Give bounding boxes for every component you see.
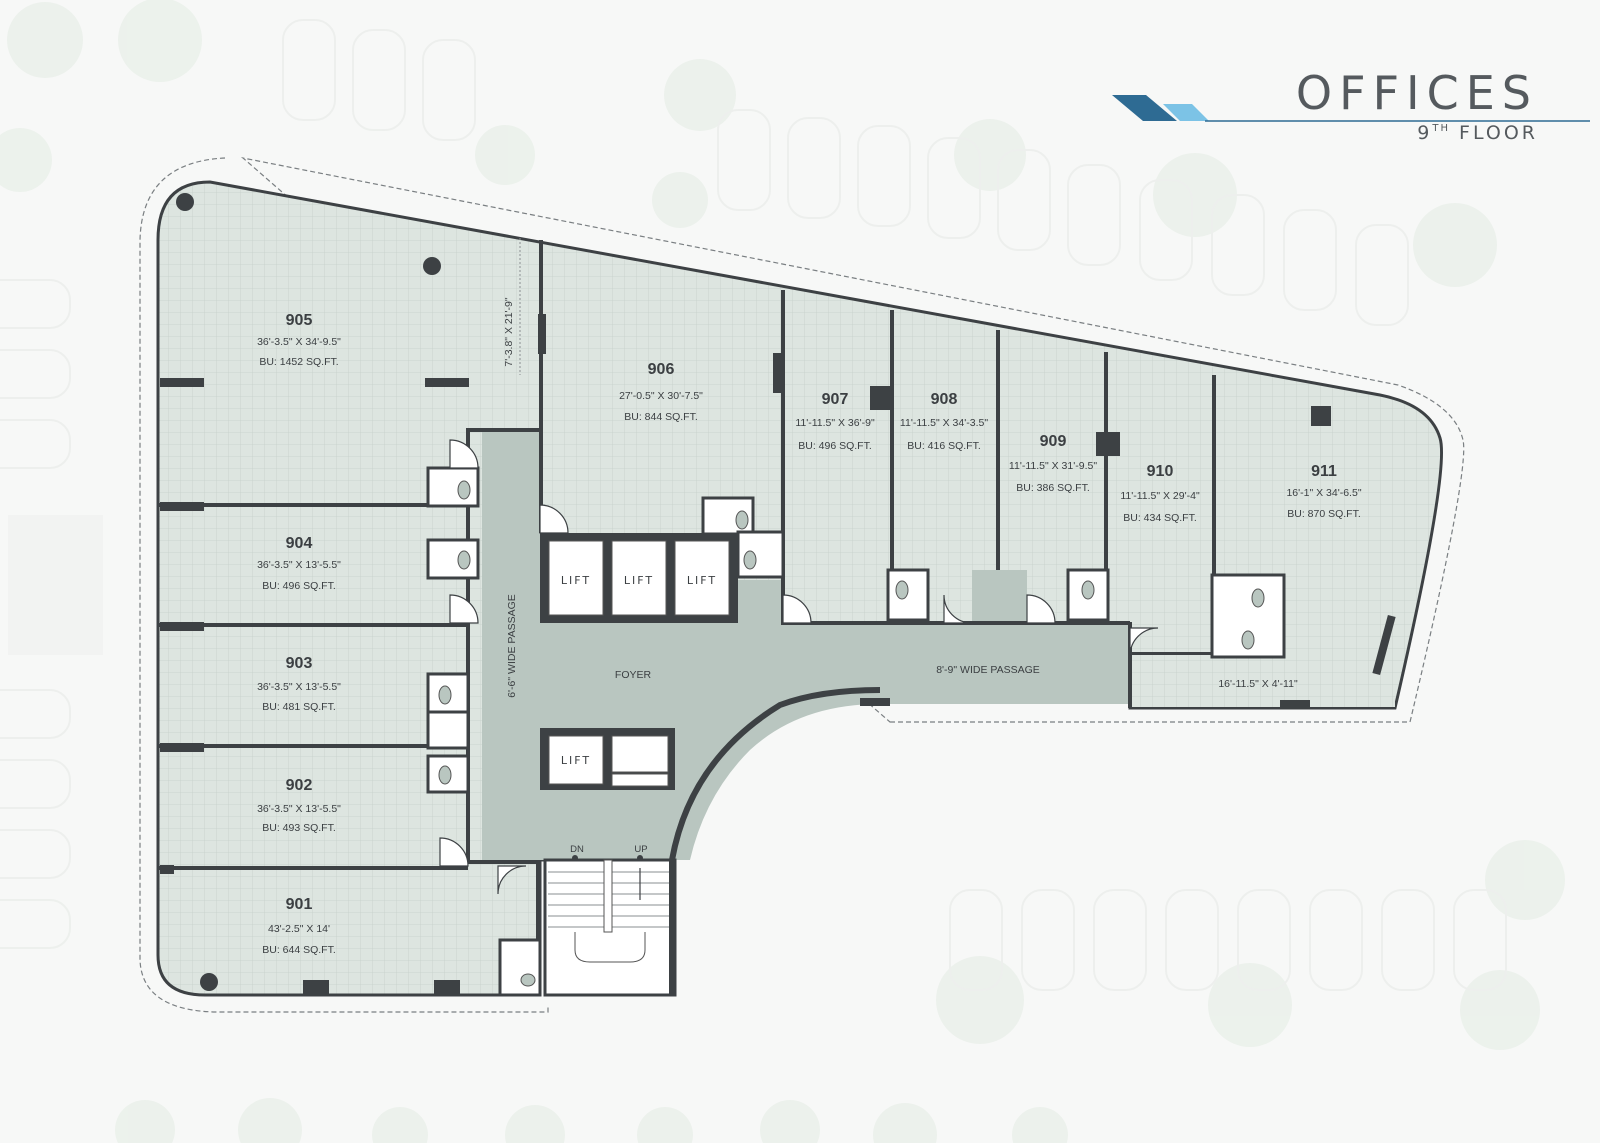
- unit-904-number: 904: [286, 535, 313, 552]
- unit-910-area: BU: 434 SQ.FT.: [1123, 512, 1197, 524]
- unit-904-area: BU: 496 SQ.FT.: [262, 580, 336, 592]
- lift-label-2: LIFT: [624, 574, 654, 587]
- horizontal-passage-label: 8'-9" WIDE PASSAGE: [936, 664, 1040, 676]
- vertical-passage-label: 6'-6" WIDE PASSAGE: [506, 594, 518, 698]
- unit-908-number: 908: [931, 391, 958, 408]
- unit-905-area: BU: 1452 SQ.FT.: [259, 356, 338, 368]
- unit-902-dims: 36'-3.5" X 13'-5.5": [257, 803, 341, 815]
- unit-907-area: BU: 496 SQ.FT.: [798, 440, 872, 452]
- unit-906-dims: 27'-0.5" X 30'-7.5": [619, 390, 703, 402]
- terrace-905-label: 7'-3.8" X 21'-9": [503, 297, 515, 367]
- lift-core: [540, 533, 738, 790]
- stair-down-label: DN: [570, 844, 584, 855]
- unit-906-number: 906: [648, 361, 675, 378]
- unit-909-number: 909: [1040, 433, 1067, 450]
- unit-906-area: BU: 844 SQ.FT.: [624, 411, 698, 423]
- unit-907-number: 907: [822, 391, 849, 408]
- staircase: [543, 855, 677, 997]
- toilet-fixtures: [438, 480, 1265, 987]
- unit-907-dims: 11'-11.5" X 36'-9": [795, 417, 875, 429]
- unit-904-dims: 36'-3.5" X 13'-5.5": [257, 559, 341, 571]
- unit-903-area: BU: 481 SQ.FT.: [262, 701, 336, 713]
- terrace-911: [1130, 655, 1395, 707]
- unit-911-area: BU: 870 SQ.FT.: [1287, 508, 1361, 520]
- terrace-911-label: 16'-11.5" X 4'-11": [1218, 678, 1298, 690]
- stair-up-label: UP: [634, 844, 647, 855]
- floor-number: 9: [1417, 122, 1433, 144]
- unit-911-number: 911: [1311, 463, 1337, 480]
- unit-903-number: 903: [286, 655, 313, 672]
- unit-903-dims: 36'-3.5" X 13'-5.5": [257, 681, 341, 693]
- door-swings: [439, 439, 1159, 895]
- unit-905-dims: 36'-3.5" X 34'-9.5": [257, 336, 341, 348]
- unit-901-dims: 43'-2.5" X 14': [268, 923, 330, 935]
- background-pavement: [8, 515, 103, 655]
- unit-908-area: BU: 416 SQ.FT.: [907, 440, 981, 452]
- page-title: OFFICES: [1295, 66, 1538, 120]
- unit-910-number: 910: [1147, 463, 1174, 480]
- unit-910-dims: 11'-11.5" X 29'-4": [1120, 490, 1200, 502]
- lift-label-3: LIFT: [687, 574, 717, 587]
- site-background: [0, 0, 1565, 1143]
- unit-908-dims: 11'-11.5" X 34'-3.5": [900, 417, 988, 429]
- lift-label-4: LIFT: [561, 754, 591, 767]
- unit-905-number: 905: [286, 312, 313, 329]
- title-accent-stripes: [1112, 95, 1590, 122]
- background-parking: [0, 19, 1507, 991]
- unit-902-number: 902: [286, 777, 313, 794]
- unit-909-dims: 11'-11.5" X 31'-9.5": [1009, 460, 1097, 472]
- floor-word: FLOOR: [1459, 122, 1538, 144]
- common-labels: LIFT LIFT LIFT LIFT FOYER 8'-9" WIDE PAS…: [503, 297, 1298, 855]
- unit-901-area: BU: 644 SQ.FT.: [262, 944, 336, 956]
- title-block: OFFICES 9TH FLOOR: [1296, 70, 1538, 144]
- floor-subtitle: 9TH FLOOR: [1296, 122, 1538, 144]
- background-trees: [0, 0, 1565, 1143]
- unit-909-area: BU: 386 SQ.FT.: [1016, 482, 1090, 494]
- building-boundary-dashed: [139, 156, 1465, 1013]
- lift-label-1: LIFT: [561, 574, 591, 587]
- unit-911-dims: 16'-1" X 34'-6.5": [1286, 487, 1361, 499]
- floor-ordinal: TH: [1432, 123, 1450, 134]
- unit-902-area: BU: 493 SQ.FT.: [262, 822, 336, 834]
- unit-labels: 905 36'-3.5" X 34'-9.5" BU: 1452 SQ.FT. …: [257, 312, 1362, 956]
- foyer-label: FOYER: [615, 669, 652, 681]
- unit-901-number: 901: [286, 896, 313, 913]
